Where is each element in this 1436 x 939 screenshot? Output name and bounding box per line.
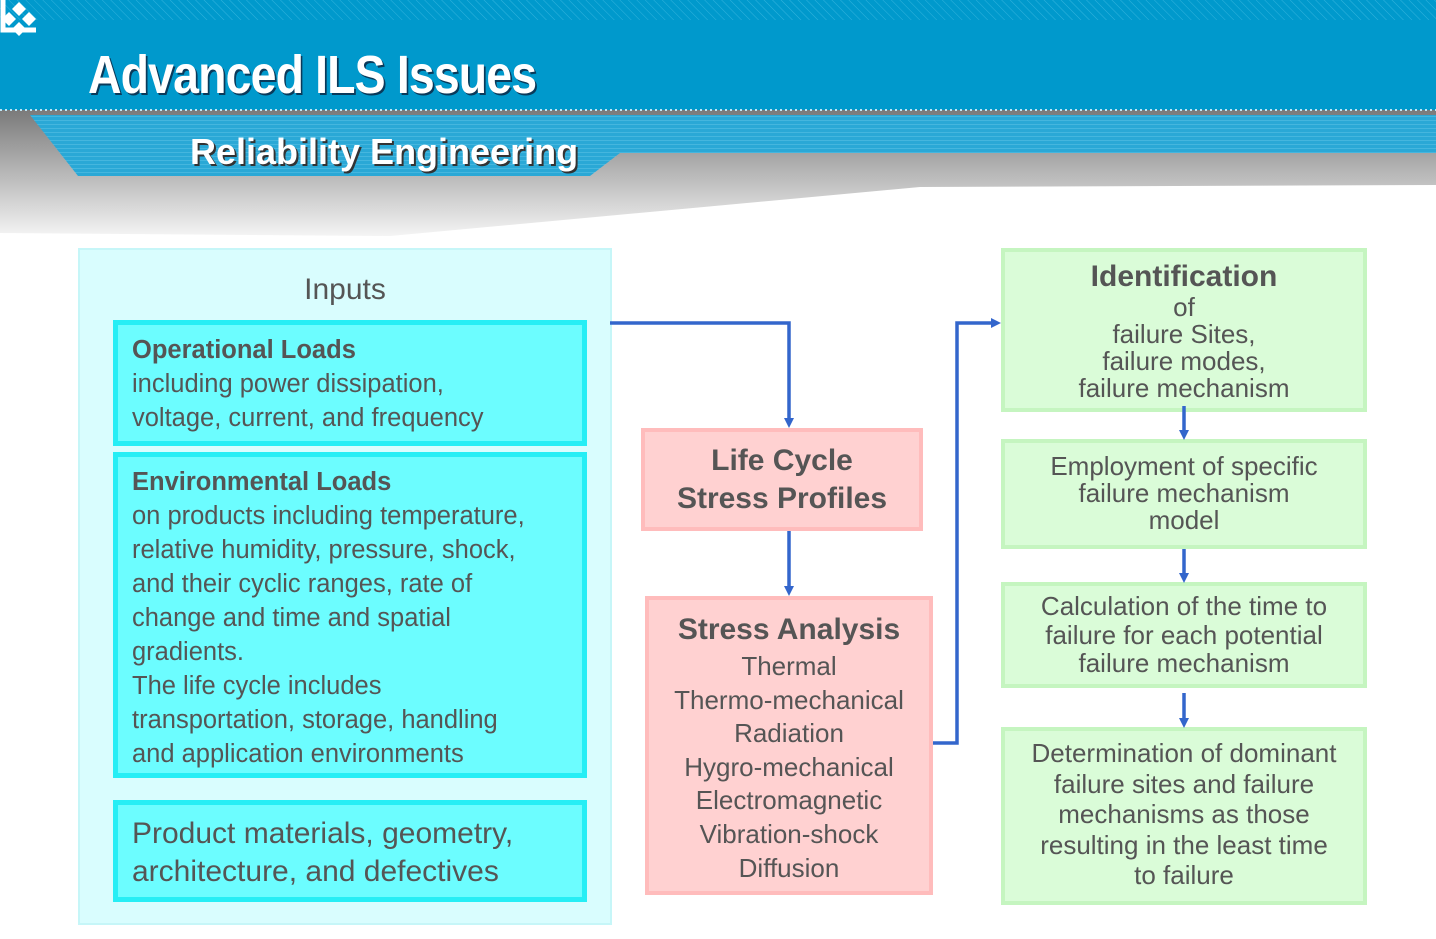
arrow-inputs-to-lifecycle: [610, 321, 794, 428]
environmental-loads-box: Environmental Loads on products includin…: [113, 452, 587, 778]
life-cycle-stress-profiles-box: Life Cycle Stress Profiles: [641, 428, 923, 531]
determination-line: mechanisms as those: [1058, 799, 1310, 829]
identification-line: of: [1173, 292, 1195, 322]
stress-item: Radiation: [734, 718, 844, 749]
operational-loads-heading: Operational Loads: [132, 336, 356, 364]
stress-item: Electromagnetic: [695, 785, 883, 816]
stress-analysis-title: Stress Analysis: [677, 613, 901, 646]
employment-line: failure mechanism: [1078, 478, 1290, 508]
page-subtitle: Reliability Engineering: [190, 131, 579, 172]
calculation-line: Calculation of the time to: [1040, 591, 1328, 621]
determination-box: Determination of dominant failure sites …: [1001, 727, 1367, 905]
operational-loads-box: Operational Loads including power dissip…: [113, 320, 587, 446]
environmental-loads-line: change and time and spatial: [132, 604, 451, 632]
identification-line: failure Sites,: [1112, 319, 1256, 349]
product-materials-line: architecture, and defectives: [132, 855, 499, 888]
environmental-loads-line: transportation, storage, handling: [132, 706, 498, 734]
page-title: Advanced ILS Issues: [88, 45, 537, 105]
life-cycle-line: Stress Profiles: [676, 482, 888, 515]
stress-item: Vibration-shock: [699, 818, 879, 849]
product-materials-line: Product materials, geometry,: [132, 817, 514, 850]
determination-line: to failure: [1134, 860, 1234, 890]
employment-line: Employment of specific: [1050, 451, 1318, 481]
stress-item: Thermo-mechanical: [674, 684, 904, 715]
calculation-line: failure mechanism: [1078, 648, 1290, 678]
employment-line: model: [1148, 505, 1220, 535]
environmental-loads-heading: Environmental Loads: [132, 468, 392, 496]
environmental-loads-line: gradients.: [132, 638, 244, 666]
employment-box: Employment of specific failure mechanism…: [1001, 439, 1367, 549]
determination-line: Determination of dominant: [1031, 738, 1337, 768]
operational-loads-line: including power dissipation,: [132, 370, 444, 398]
stress-item: Hygro-mechanical: [684, 751, 894, 782]
environmental-loads-line: The life cycle includes: [132, 672, 382, 700]
determination-line: failure sites and failure: [1053, 768, 1315, 799]
stress-item: Thermal: [741, 651, 837, 681]
header-banner: Advanced ILS Issues Reliability Engineer…: [0, 0, 1436, 240]
stress-item: Diffusion: [738, 852, 840, 883]
calculation-line: failure for each potential: [1045, 619, 1323, 650]
arrow-stress-to-identification: [933, 318, 1001, 745]
operational-loads-line: voltage, current, and frequency: [132, 404, 484, 432]
identification-line: failure modes,: [1102, 346, 1266, 376]
stress-analysis-box: Stress Analysis Thermal Thermo-mechanica…: [645, 596, 933, 895]
inputs-title: Inputs: [304, 273, 386, 306]
environmental-loads-line: on products including temperature,: [132, 502, 525, 530]
environmental-loads-line: and application environments: [132, 740, 464, 768]
environmental-loads-line: and their cyclic ranges, rate of: [132, 570, 473, 598]
product-materials-box: Product materials, geometry, architectur…: [113, 800, 587, 902]
identification-line: failure mechanism: [1078, 373, 1290, 403]
environmental-loads-line: relative humidity, pressure, shock,: [132, 536, 516, 564]
corner-bracket-icon: [0, 0, 36, 33]
identification-title: Identification: [1090, 260, 1278, 293]
header-background: [0, 0, 1436, 240]
calculation-box: Calculation of the time to failure for e…: [1001, 582, 1367, 688]
determination-line: resulting in the least time: [1040, 829, 1328, 860]
life-cycle-line: Life Cycle: [711, 444, 853, 477]
